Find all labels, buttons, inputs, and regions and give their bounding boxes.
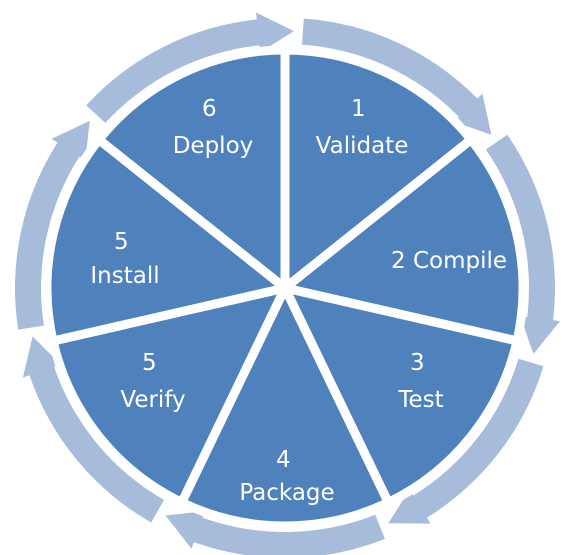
step-5-number: 5 (142, 350, 157, 376)
step-2-label: 2 Compile (391, 248, 507, 274)
step-4-name: Package (239, 480, 334, 506)
step-6-label: 5 Install (90, 229, 159, 289)
cycle-arrow-7 (86, 12, 294, 123)
step-3-name: Test (397, 387, 443, 413)
step-5-name: Verify (120, 387, 185, 413)
step-3-label: 3 Test (397, 350, 443, 413)
segment-step-6 (42, 133, 296, 347)
cycle-arrow-5 (22, 336, 165, 523)
step-5-label: 5 Verify (120, 350, 185, 413)
cycle-arrow-6 (15, 120, 90, 330)
step-7-number: 6 (202, 96, 217, 122)
segment-labels: 1 Validate 2 Compile 3 Test 4 Package 5 … (90, 96, 507, 506)
step-1-label: 1 Validate (316, 96, 409, 159)
step-3-number: 3 (410, 350, 425, 376)
step-2-name: Compile (413, 248, 507, 274)
step-2-number: 2 (391, 248, 406, 274)
step-6-number: 5 (114, 229, 129, 255)
step-7-name: Deploy (173, 133, 254, 159)
cycle-arrow-1 (302, 18, 492, 135)
step-4-label: 4 Package (239, 447, 334, 506)
step-4-number: 4 (276, 447, 291, 473)
segment-step-7 (92, 45, 290, 298)
step-7-label: 6 Deploy (173, 96, 254, 159)
segment-step-5 (47, 281, 294, 509)
step-1-name: Validate (316, 133, 409, 159)
cycle-arrow-4 (165, 511, 385, 555)
segment-step-2 (274, 133, 528, 347)
segment-step-1 (280, 45, 478, 298)
cycle-arrow-3 (388, 358, 544, 524)
step-6-name: Install (90, 263, 159, 289)
step-1-number: 1 (351, 96, 366, 122)
segment-step-3 (276, 281, 523, 509)
cycle-arrow-2 (485, 134, 561, 354)
segment-wheel (42, 45, 528, 531)
arrow-ring (15, 12, 561, 555)
segment-step-4 (175, 277, 395, 531)
